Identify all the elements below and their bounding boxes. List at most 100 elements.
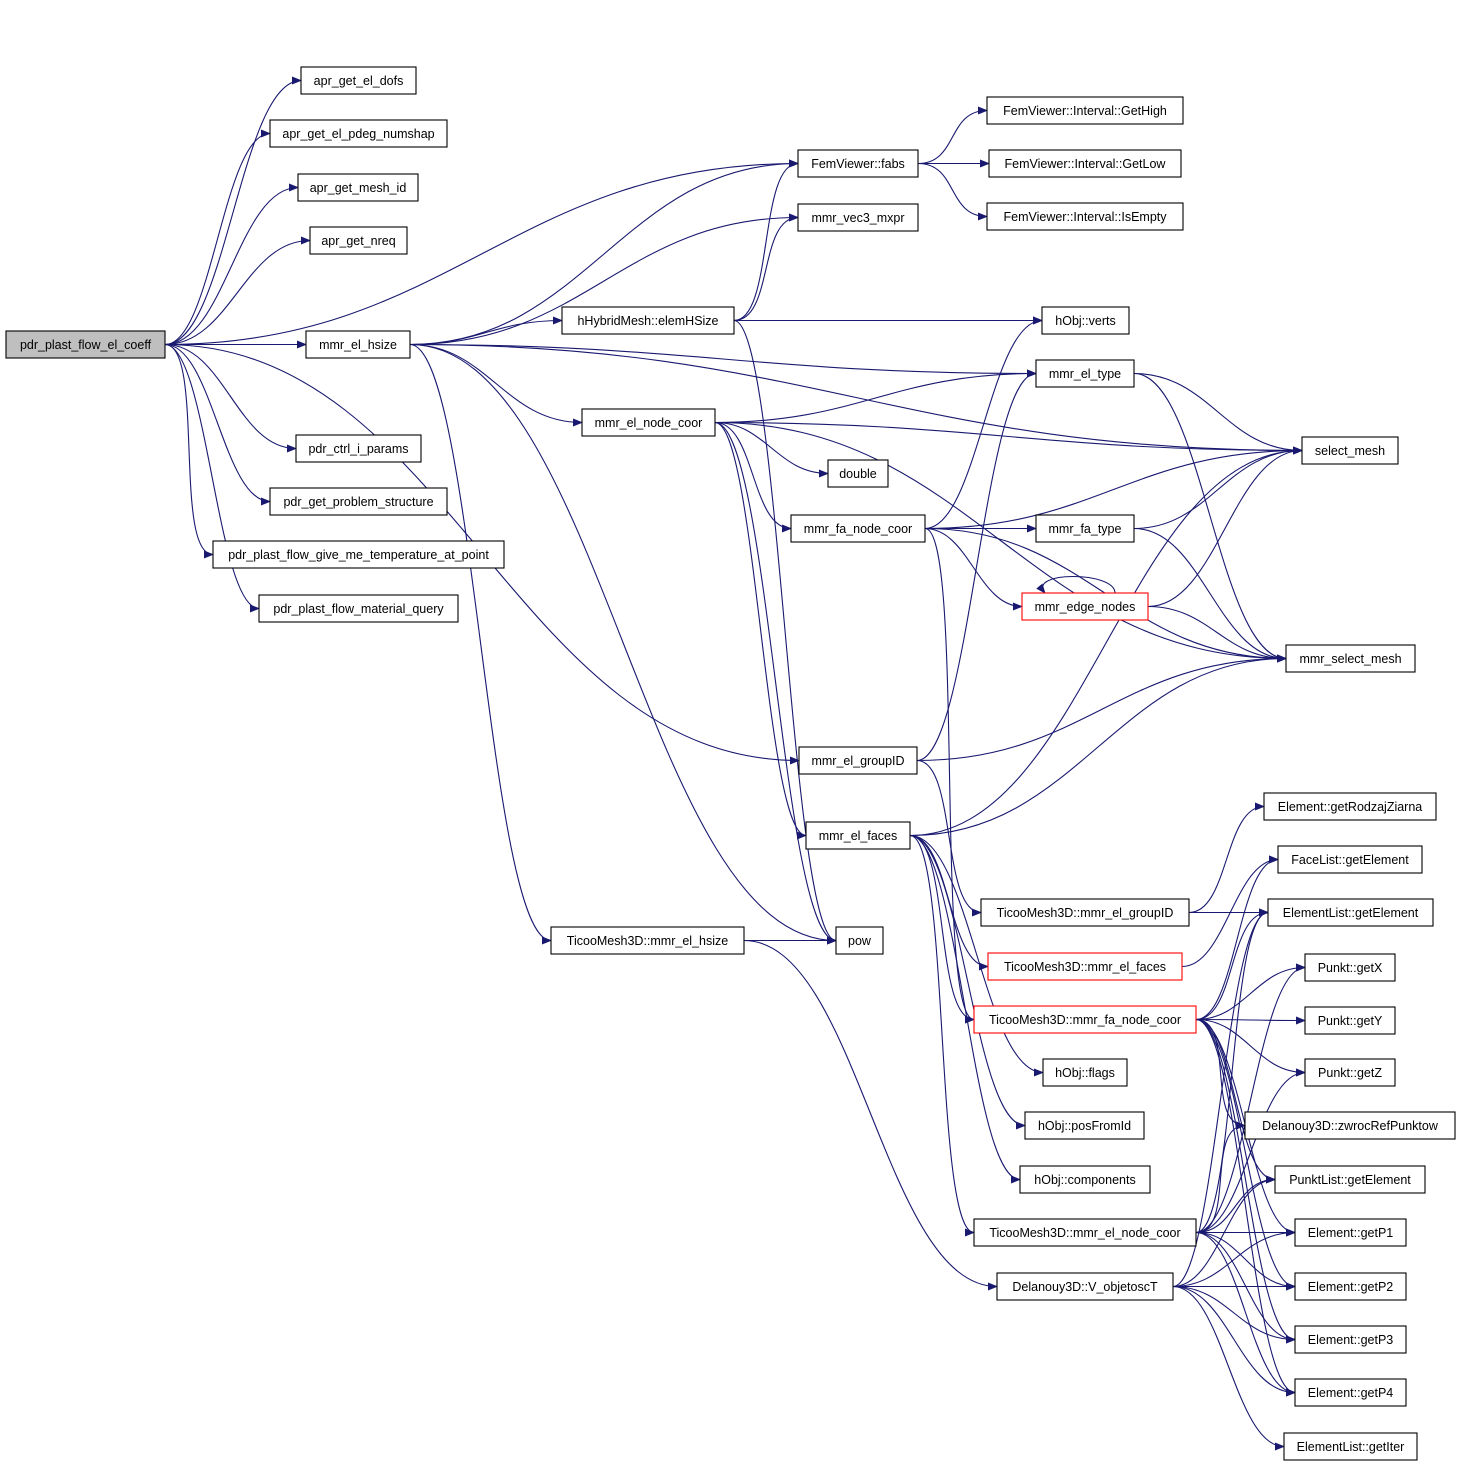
node-label: Punkt::getY <box>1318 1014 1383 1028</box>
edge-mmr-el-node-coor-to-mmr-fa-node-coor <box>714 421 792 533</box>
node-box <box>987 952 1183 981</box>
node-label: FemViewer::Interval::GetLow <box>1005 157 1167 171</box>
node-hobj-verts[interactable]: hObj::verts <box>1041 306 1130 335</box>
edge-pdr-plast-flow-el-coeff-to-apr-get-el-pdeg-numshap <box>164 129 271 346</box>
node-mmr-el-node-coor[interactable]: mmr_el_node_coor <box>581 408 716 437</box>
edge-mmr-el-faces-to-ticoomesh3d-mmr-el-node-coor <box>909 834 975 1237</box>
node-pdr-ctrl-i-params[interactable]: pdr_ctrl_i_params <box>295 434 422 463</box>
node-label: Element::getP3 <box>1308 1333 1394 1347</box>
node-mmr-fa-node-coor[interactable]: mmr_fa_node_coor <box>790 514 926 543</box>
node-mmr-vec3-mxpr[interactable]: mmr_vec3_mxpr <box>797 203 919 232</box>
edge-delanouy3d-v-objetosct-to-element-getp3 <box>1172 1285 1296 1344</box>
node-mmr-select-mesh[interactable]: mmr_select_mesh <box>1285 644 1416 673</box>
node-hhybridmesh-elemhsize[interactable]: hHybridMesh::elemHSize <box>561 306 735 335</box>
node-label: FemViewer::Interval::GetHigh <box>1003 104 1167 118</box>
node-delanouy3d-v-objetosct[interactable]: Delanouy3D::V_objetoscT <box>996 1272 1174 1301</box>
edge-hhybridmesh-elemhsize-to-femviewer-fabs <box>733 159 799 322</box>
node-apr-get-mesh-id[interactable]: apr_get_mesh_id <box>297 173 419 202</box>
node-punkt-getx[interactable]: Punkt::getX <box>1304 953 1396 982</box>
node-box <box>269 119 448 148</box>
node-punktlist-getelement[interactable]: PunktList::getElement <box>1274 1165 1426 1194</box>
edge-pdr-plast-flow-el-coeff-to-pdr-plast-flow-material-query <box>164 343 260 613</box>
node-hobj-posfromid[interactable]: hObj::posFromId <box>1024 1111 1145 1140</box>
node-mmr-el-groupid[interactable]: mmr_el_groupID <box>798 746 918 775</box>
node-element-getp1[interactable]: Element::getP1 <box>1294 1218 1407 1247</box>
edge-delanouy3d-v-objetosct-to-elementlist-getiter <box>1172 1285 1285 1451</box>
node-femviewer-fabs[interactable]: FemViewer::fabs <box>797 149 919 178</box>
node-mmr-fa-type[interactable]: mmr_fa_type <box>1035 514 1135 543</box>
node-label: mmr_fa_node_coor <box>804 522 912 536</box>
node-mmr-el-hsize[interactable]: mmr_el_hsize <box>305 330 411 359</box>
node-pdr-plast-flow-material-query[interactable]: pdr_plast_flow_material_query <box>258 594 459 623</box>
node-mmr-edge-nodes[interactable]: mmr_edge_nodes <box>1021 592 1149 621</box>
node-box <box>1294 1378 1407 1407</box>
node-select-mesh[interactable]: select_mesh <box>1301 436 1399 465</box>
node-pdr-plast-flow-give-me-temperature-at-point[interactable]: pdr_plast_flow_give_me_temperature_at_po… <box>212 540 505 569</box>
node-punkt-getz[interactable]: Punkt::getZ <box>1304 1058 1396 1087</box>
node-box <box>1304 1058 1396 1087</box>
edge-ticoomesh3d-mmr-el-node-coor-to-element-getp2 <box>1195 1231 1296 1291</box>
edge-mmr-fa-node-coor-to-ticoomesh3d-mmr-fa-node-coor <box>924 527 975 1024</box>
node-element-getrodzajziarna[interactable]: Element::getRodzajZiarna <box>1263 792 1437 821</box>
edge-ticoomesh3d-mmr-fa-node-coor-to-element-getp2 <box>1195 1018 1296 1291</box>
node-double[interactable]: double <box>827 459 889 488</box>
node-label: mmr_select_mesh <box>1299 652 1401 666</box>
edge-ticoomesh3d-mmr-fa-node-coor-to-punkt-gety <box>1195 1016 1306 1025</box>
node-femviewer-interval-getlow[interactable]: FemViewer::Interval::GetLow <box>988 149 1182 178</box>
node-element-getp3[interactable]: Element::getP3 <box>1294 1325 1407 1354</box>
node-label: Element::getP4 <box>1308 1386 1394 1400</box>
node-label: mmr_fa_type <box>1049 522 1122 536</box>
node-box <box>550 926 745 955</box>
node-apr-get-el-dofs[interactable]: apr_get_el_dofs <box>300 66 417 95</box>
node-label: mmr_el_type <box>1049 367 1121 381</box>
node-box <box>1304 1006 1396 1035</box>
node-elementlist-getelement[interactable]: ElementList::getElement <box>1267 898 1434 927</box>
node-box <box>5 330 166 359</box>
node-apr-get-nreq[interactable]: apr_get_nreq <box>309 226 408 255</box>
node-delanouy3d-zwrocrefpunktow[interactable]: Delanouy3D::zwrocRefPunktow <box>1244 1111 1456 1140</box>
node-ticoomesh3d-mmr-el-hsize[interactable]: TicooMesh3D::mmr_el_hsize <box>550 926 745 955</box>
node-mmr-el-type[interactable]: mmr_el_type <box>1035 359 1135 388</box>
node-ticoomesh3d-mmr-el-node-coor[interactable]: TicooMesh3D::mmr_el_node_coor <box>973 1218 1197 1247</box>
edge-femviewer-fabs-to-femviewer-interval-gethigh <box>917 106 988 165</box>
node-box <box>797 203 919 232</box>
node-femviewer-interval-isempty[interactable]: FemViewer::Interval::IsEmpty <box>986 202 1184 231</box>
node-label: apr_get_mesh_id <box>310 181 407 195</box>
edge-delanouy3d-v-objetosct-to-punktlist-getelement <box>1172 1175 1276 1288</box>
nodes-layer: pdr_plast_flow_el_coeff apr_get_el_dofsap… <box>5 66 1456 1461</box>
node-elementlist-getiter[interactable]: ElementList::getIter <box>1283 1432 1418 1461</box>
edge-mmr-el-faces-to-hobj-posfromid <box>909 834 1026 1130</box>
edge-mmr-el-faces-to-hobj-components <box>909 834 1021 1184</box>
node-element-getp4[interactable]: Element::getP4 <box>1294 1378 1407 1407</box>
node-label: hObj::components <box>1034 1173 1135 1187</box>
edge-mmr-fa-node-coor-to-mmr-edge-nodes <box>924 527 1023 611</box>
node-box <box>1035 359 1135 388</box>
node-femviewer-interval-gethigh[interactable]: FemViewer::Interval::GetHigh <box>986 96 1184 125</box>
node-pdr-get-problem-structure[interactable]: pdr_get_problem_structure <box>269 487 448 516</box>
node-ticoomesh3d-mmr-el-faces[interactable]: TicooMesh3D::mmr_el_faces <box>987 952 1183 981</box>
node-label: mmr_edge_nodes <box>1035 600 1136 614</box>
edge-mmr-el-hsize-to-hhybridmesh-elemhsize <box>409 316 563 346</box>
edge-ticoomesh3d-mmr-el-node-coor-to-elementlist-getelement <box>1195 908 1269 1234</box>
node-label: ElementList::getIter <box>1297 1440 1405 1454</box>
node-ticoomesh3d-mmr-fa-node-coor[interactable]: TicooMesh3D::mmr_fa_node_coor <box>973 1005 1197 1034</box>
node-facelist-getelement[interactable]: FaceList::getElement <box>1277 845 1423 874</box>
node-hobj-flags[interactable]: hObj::flags <box>1042 1058 1128 1087</box>
node-punkt-gety[interactable]: Punkt::getY <box>1304 1006 1396 1035</box>
node-ticoomesh3d-mmr-el-groupid[interactable]: TicooMesh3D::mmr_el_groupID <box>980 898 1190 927</box>
node-label: pdr_get_problem_structure <box>283 495 433 509</box>
node-pow[interactable]: pow <box>835 926 884 955</box>
edge-ticoomesh3d-mmr-fa-node-coor-to-element-getp4 <box>1195 1018 1296 1397</box>
node-label: hObj::flags <box>1055 1066 1115 1080</box>
node-label: hHybridMesh::elemHSize <box>577 314 718 328</box>
node-element-getp2[interactable]: Element::getP2 <box>1294 1272 1407 1301</box>
node-mmr-el-faces[interactable]: mmr_el_faces <box>805 821 911 850</box>
node-pdr-plast-flow-el-coeff[interactable]: pdr_plast_flow_el_coeff <box>5 330 166 359</box>
edge-ticoomesh3d-mmr-el-node-coor-to-delanouy3d-zwrocrefpunktow <box>1195 1121 1246 1234</box>
node-label: hObj::verts <box>1055 314 1115 328</box>
edge-pdr-plast-flow-el-coeff-to-pdr-plast-flow-give-me-temperature-at-point <box>164 343 214 559</box>
edge-mmr-el-faces-to-hobj-flags <box>909 834 1044 1077</box>
node-apr-get-el-pdeg-numshap[interactable]: apr_get_el_pdeg_numshap <box>269 119 448 148</box>
node-hobj-components[interactable]: hObj::components <box>1019 1165 1151 1194</box>
node-label: FemViewer::Interval::IsEmpty <box>1003 210 1167 224</box>
